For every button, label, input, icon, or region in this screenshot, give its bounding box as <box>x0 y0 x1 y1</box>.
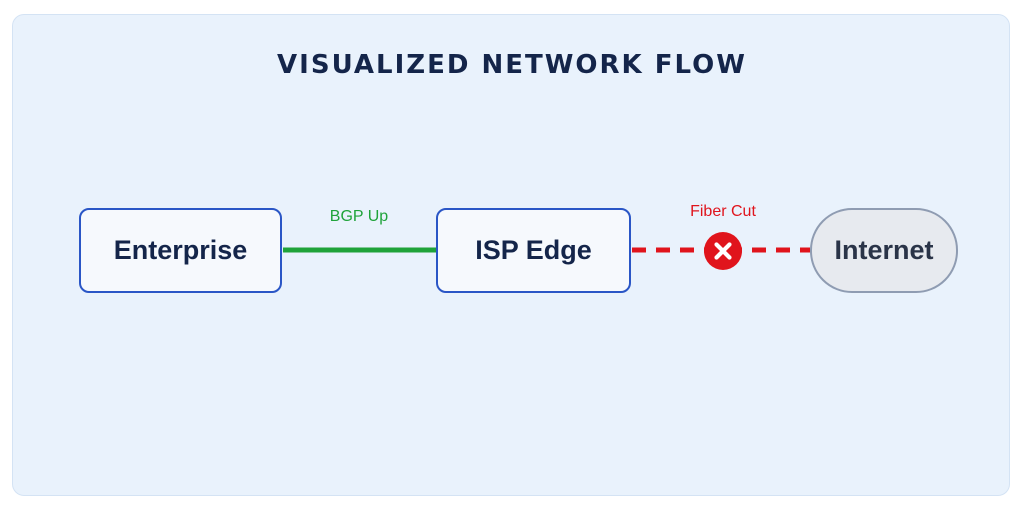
node-internet[interactable]: Internet <box>810 208 958 293</box>
node-isp-edge[interactable]: ISP Edge <box>436 208 631 293</box>
x-circle-icon <box>704 232 742 270</box>
link-label-bgp: BGP Up <box>329 208 389 225</box>
diagram-title: VISUALIZED NETWORK FLOW <box>277 50 747 80</box>
node-enterprise[interactable]: Enterprise <box>79 208 282 293</box>
link-label-fiber: Fiber Cut <box>690 203 756 220</box>
